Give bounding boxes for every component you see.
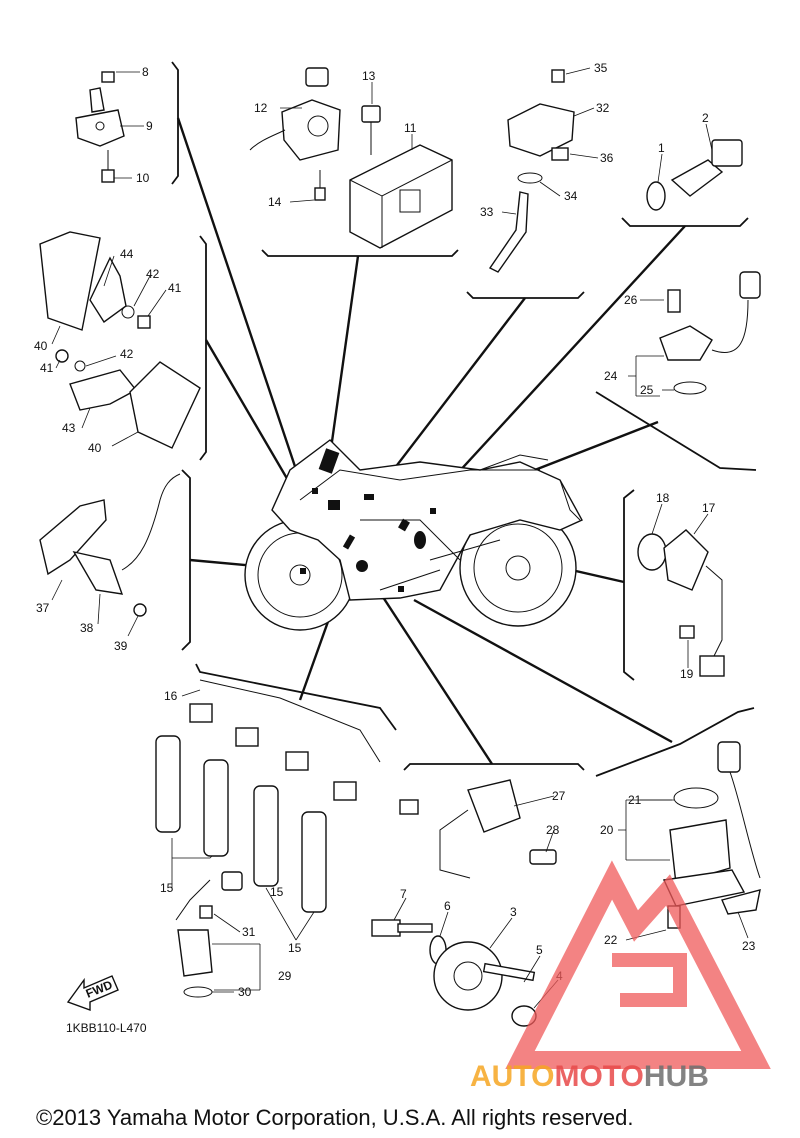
part-label-28: 28 bbox=[546, 823, 560, 837]
timing-gear-assembly bbox=[371, 919, 537, 1027]
starter-relay-assembly bbox=[662, 741, 761, 929]
speed-sensor-assembly bbox=[75, 71, 125, 183]
diagram-reference-code: 1KBB110-L470 bbox=[66, 1021, 147, 1035]
part-label-41a: 41 bbox=[168, 281, 182, 295]
group-bracket-top-center bbox=[261, 249, 459, 257]
throttle-sensor bbox=[399, 779, 557, 879]
callout-line bbox=[413, 598, 673, 744]
part-label-22: 22 bbox=[604, 933, 618, 947]
part-label-41b: 41 bbox=[40, 361, 54, 375]
ignition-coils-and-harness bbox=[155, 679, 381, 913]
part-label-21: 21 bbox=[628, 793, 642, 807]
part-label-42b: 42 bbox=[120, 347, 134, 361]
part-label-19: 19 bbox=[680, 667, 694, 681]
watermark-moto: MOTO bbox=[554, 1060, 643, 1093]
part-label-36: 36 bbox=[600, 151, 614, 165]
oil-level-sensor bbox=[175, 871, 243, 998]
callout-line bbox=[176, 117, 320, 536]
watermark-logo-icon bbox=[505, 860, 771, 1069]
watermark-text: AUTOMOTOHUB bbox=[470, 1060, 709, 1093]
part-label-13: 13 bbox=[362, 69, 376, 83]
part-label-39: 39 bbox=[114, 639, 128, 653]
callout-line bbox=[326, 255, 360, 471]
group-bracket-bottom-center bbox=[403, 763, 585, 771]
part-label-11: 11 bbox=[404, 121, 417, 135]
part-label-8: 8 bbox=[142, 65, 149, 79]
part-label-30: 30 bbox=[238, 985, 252, 999]
part-label-10: 10 bbox=[136, 171, 150, 185]
group-bracket-right-middle bbox=[595, 391, 757, 471]
part-label-35: 35 bbox=[594, 61, 608, 75]
watermark-logo-g bbox=[612, 953, 687, 1007]
ecu-unit bbox=[349, 144, 453, 249]
callout-line bbox=[362, 567, 494, 765]
group-bracket-top-left bbox=[171, 61, 179, 185]
part-label-32: 32 bbox=[596, 101, 610, 115]
part-label-7: 7 bbox=[400, 887, 407, 901]
part-label-18: 18 bbox=[656, 491, 670, 505]
part-label-2: 2 bbox=[702, 111, 709, 125]
watermark-auto: AUTO bbox=[470, 1060, 554, 1093]
part-label-24: 24 bbox=[604, 369, 618, 383]
reflector-assembly bbox=[39, 231, 201, 449]
group-bracket-right-lower bbox=[623, 489, 635, 681]
part-label-25: 25 bbox=[640, 383, 654, 397]
callout-line bbox=[377, 297, 526, 491]
part-label-29: 29 bbox=[278, 969, 292, 983]
group-bracket-left-middle bbox=[199, 235, 207, 461]
pressure-sensor-assembly bbox=[488, 69, 575, 273]
part-label-40b: 40 bbox=[88, 441, 102, 455]
part-label-14: 14 bbox=[268, 195, 282, 209]
part-label-44: 44 bbox=[120, 247, 134, 261]
lean-angle-sensor bbox=[39, 473, 181, 617]
forward-direction-arrow: FWD bbox=[66, 975, 119, 1011]
part-label-12: 12 bbox=[254, 101, 268, 115]
ignition-switch-assembly bbox=[249, 67, 381, 201]
leader-lines bbox=[51, 67, 749, 1009]
part-number-labels: 1 1 2 3 4 5 6 7 8 9 10 11 12 13 14 15 15… bbox=[34, 61, 756, 999]
part-label-33: 33 bbox=[480, 205, 494, 219]
part-label-26: 26 bbox=[624, 293, 638, 307]
part-label-9: 9 bbox=[146, 119, 153, 133]
part-label-27: 27 bbox=[552, 789, 566, 803]
part-label-1: 1 bbox=[658, 141, 665, 155]
automotohub-watermark bbox=[505, 860, 771, 1069]
part-label-15b: 15 bbox=[270, 885, 284, 899]
part-label-23: 23 bbox=[742, 939, 756, 953]
part-label-3: 3 bbox=[510, 905, 517, 919]
group-bracket-top-right bbox=[621, 217, 749, 227]
part-label-16: 16 bbox=[164, 689, 178, 703]
part-label-34: 34 bbox=[564, 189, 578, 203]
part-label-37: 37 bbox=[36, 601, 50, 615]
part-label-15c: 15 bbox=[288, 941, 302, 955]
part-label-42a: 42 bbox=[146, 267, 160, 281]
part-label-5: 5 bbox=[536, 943, 543, 957]
crank-position-sensor bbox=[659, 271, 761, 395]
part-label-43: 43 bbox=[62, 421, 76, 435]
part-label-38: 38 bbox=[80, 621, 94, 635]
copyright-notice: ©2013 Yamaha Motor Corporation, U.S.A. A… bbox=[36, 1105, 633, 1130]
gear-position-sensor bbox=[637, 529, 725, 677]
part-label-40a: 40 bbox=[34, 339, 48, 353]
watermark-hub: HUB bbox=[644, 1060, 709, 1093]
group-bracket-bottom-right bbox=[595, 707, 755, 777]
group-bracket-harness bbox=[195, 663, 397, 731]
part-label-17: 17 bbox=[702, 501, 716, 515]
part-label-20: 20 bbox=[600, 823, 614, 837]
temperature-sensor bbox=[646, 139, 743, 211]
group-bracket-top-right-mid bbox=[466, 291, 585, 299]
part-label-6: 6 bbox=[444, 899, 451, 913]
part-label-15a: 15 bbox=[160, 881, 174, 895]
motorcycle-illustration bbox=[244, 439, 583, 631]
part-label-31: 31 bbox=[242, 925, 256, 939]
group-bracket-left-lower bbox=[181, 469, 191, 651]
